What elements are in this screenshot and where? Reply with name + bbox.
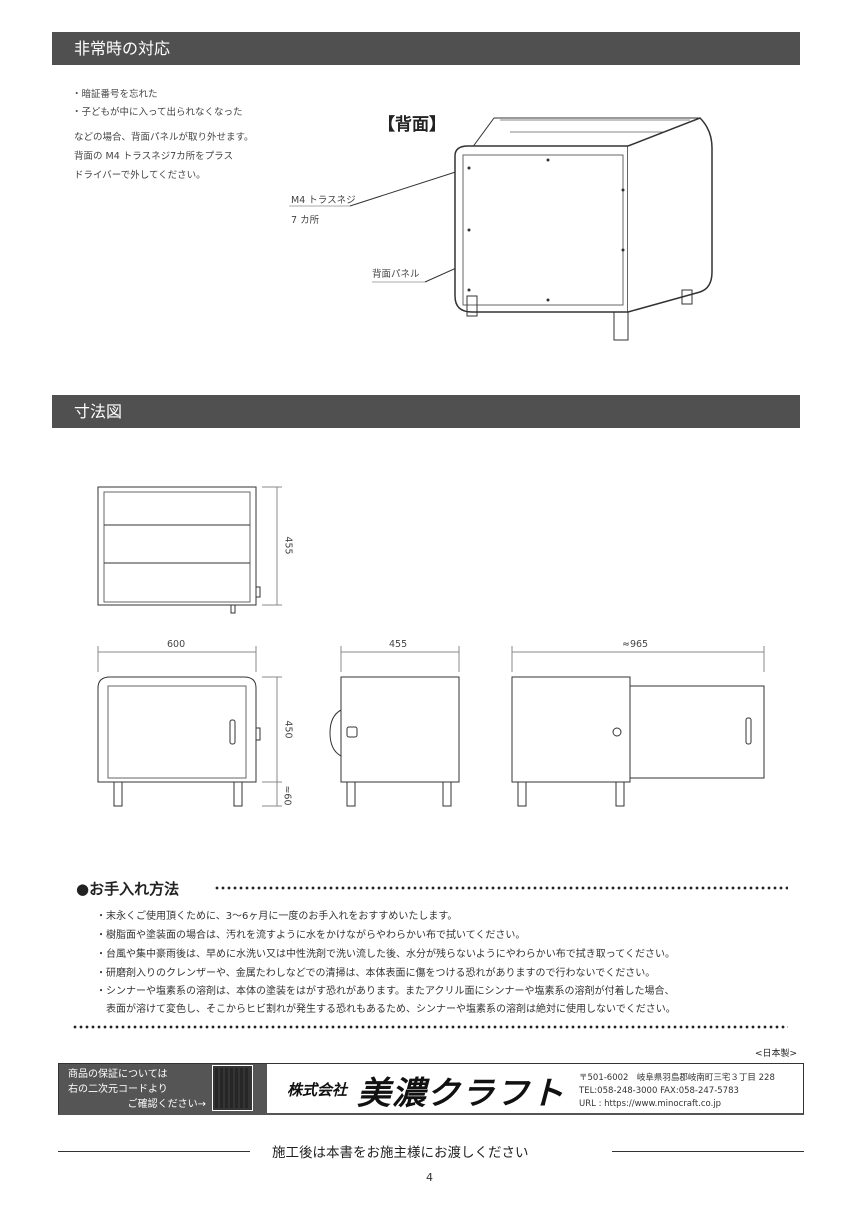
- open-view-drawing: [511, 646, 765, 807]
- side-view-drawing: [329, 646, 460, 807]
- body-line: などの場合、背面パネルが取り外せます。: [74, 132, 254, 143]
- care-item: ・研磨剤入りのクレンザーや、金属たわしなどでの清掃は、本体表面に傷をつける恐れが…: [96, 968, 656, 979]
- warranty-line: 商品の保証については: [68, 1069, 168, 1080]
- rear-cabinet-illustration: [289, 117, 713, 341]
- website-url[interactable]: URL : https://www.minocraft.co.jp: [579, 1099, 722, 1109]
- company-prefix: 株式会社: [287, 1081, 348, 1099]
- handover-note: 施工後は本書をお施主様にお渡しください: [272, 1145, 529, 1161]
- made-in-japan: <日本製>: [755, 1049, 798, 1059]
- address: 〒501-6002 岐阜県羽島郡岐南町三宅３丁目 228: [579, 1073, 775, 1083]
- dim-open-depth: ≈965: [622, 639, 649, 650]
- dim-leg-height: ≈60: [281, 785, 293, 806]
- bullet: ・暗証番号を忘れた: [72, 89, 158, 100]
- company-contact: 〒501-6002 岐阜県羽島郡岐南町三宅３丁目 228 TEL:058-248…: [579, 1072, 775, 1111]
- callout-panel: 背面パネル: [372, 269, 420, 280]
- callout-screw-count: 7 カ所: [291, 215, 320, 226]
- dim-side-depth: 455: [389, 639, 408, 650]
- section-header-dimensions: 寸法図: [52, 395, 800, 428]
- qr-code[interactable]: [212, 1065, 253, 1111]
- qr-frame: [209, 1064, 265, 1114]
- dim-top-depth: 455: [282, 536, 294, 555]
- tel-fax: TEL:058-248-3000 FAX:058-247-5783: [579, 1086, 739, 1096]
- care-item: ・末永くご使用頂くために、3～6ヶ月に一度のお手入れをおすすめいたします。: [96, 911, 458, 922]
- rear-view-label: 【背面】: [378, 115, 446, 135]
- company-box: 商品の保証については 右の二次元コードより ご確認ください→ 株式会社 美濃クラ…: [58, 1063, 804, 1115]
- divider: [612, 1151, 804, 1152]
- care-title: ●お手入れ方法: [76, 880, 180, 898]
- warranty-note: 商品の保証については 右の二次元コードより ご確認ください→: [59, 1064, 209, 1114]
- divider: [265, 1064, 267, 1114]
- body-line: ドライバーで外してください。: [74, 170, 206, 181]
- section-header-emergency: 非常時の対応: [52, 32, 800, 65]
- divider: [58, 1151, 250, 1152]
- dotted-divider: [214, 886, 788, 890]
- company-logo: 美濃クラフト: [357, 1074, 565, 1112]
- warranty-line: 右の二次元コードより: [68, 1084, 168, 1095]
- page-number: 4: [426, 1171, 433, 1184]
- warranty-line: ご確認ください→: [127, 1099, 206, 1110]
- top-view-drawing: [97, 486, 282, 614]
- front-view-drawing: [97, 646, 282, 807]
- bullet: ・子どもが中に入って出られなくなった: [72, 107, 243, 118]
- callout-screw: M4 トラスネジ: [291, 195, 356, 206]
- care-item: ・樹脂面や塗装面の場合は、汚れを流すように水をかけながらやわらかい布で拭いてくだ…: [96, 930, 526, 941]
- care-item: ・台風や集中豪雨後は、早めに水洗い又は中性洗剤で洗い流した後、水分が残らないよう…: [96, 949, 675, 960]
- care-item: ・シンナーや塩素系の溶剤は、本体の塗装をはがす恐れがあります。またアクリル面にシ…: [96, 986, 675, 997]
- dim-front-width: 600: [167, 639, 186, 650]
- body-line: 背面の M4 トラスネジ7カ所をプラス: [74, 151, 233, 162]
- dotted-divider: [72, 1025, 788, 1029]
- care-item: 表面が溶けて変色し、そこからヒビ割れが発生する恐れもあるため、シンナーや塩素系の…: [96, 1004, 676, 1015]
- dim-height: 450: [282, 720, 294, 739]
